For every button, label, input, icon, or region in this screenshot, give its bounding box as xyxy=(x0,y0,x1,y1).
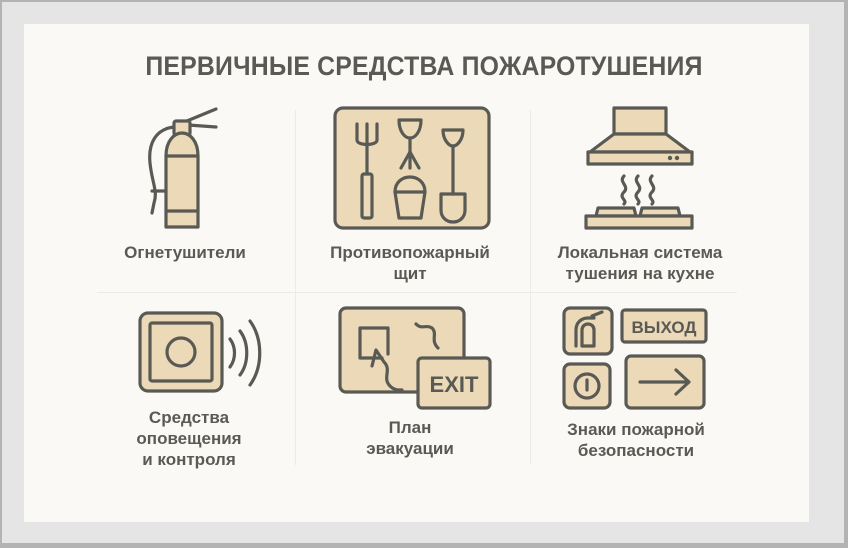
exit-sign-text: EXIT xyxy=(430,372,479,397)
label-line: План xyxy=(388,418,432,437)
item-label: Противопожарный щит xyxy=(290,242,530,284)
evacuation-plan-icon: EXIT xyxy=(338,306,492,410)
label-line: Знаки пожарной xyxy=(567,420,705,439)
item-label: Огнетушители xyxy=(65,242,305,263)
safety-signs-icon: ВЫХОД xyxy=(562,306,708,410)
label-line: и контроля xyxy=(142,450,236,469)
label-line: оповещения xyxy=(136,429,242,448)
label-line: Противопожарный xyxy=(330,243,490,262)
label-line: Огнетушители xyxy=(124,243,246,262)
label-line: эвакуации xyxy=(366,439,454,458)
divider-horizontal xyxy=(97,292,737,293)
alarm-button-icon xyxy=(138,311,262,393)
fire-board-icon xyxy=(333,106,491,230)
item-label: Локальная система тушения на кухне xyxy=(520,242,760,284)
label-line: тушения на кухне xyxy=(565,264,715,283)
item-label: План эвакуации xyxy=(290,417,530,459)
kitchen-hood-icon xyxy=(584,106,694,230)
divider-vertical-2 xyxy=(530,110,531,465)
label-line: Локальная система xyxy=(557,243,723,262)
divider-vertical-1 xyxy=(295,110,296,465)
label-line: Средства xyxy=(148,408,230,427)
fire-extinguisher-icon xyxy=(148,107,218,229)
exit-text-sign: ВЫХОД xyxy=(632,318,697,337)
item-label: Средства оповещения и контроля xyxy=(69,407,309,470)
page-title: ПЕРВИЧНЫЕ СРЕДСТВА ПОЖАРОТУШЕНИЯ xyxy=(145,51,703,81)
label-line: безопасности xyxy=(577,441,695,460)
label-line: щит xyxy=(393,264,427,283)
item-label: Знаки пожарной безопасности xyxy=(516,419,756,461)
